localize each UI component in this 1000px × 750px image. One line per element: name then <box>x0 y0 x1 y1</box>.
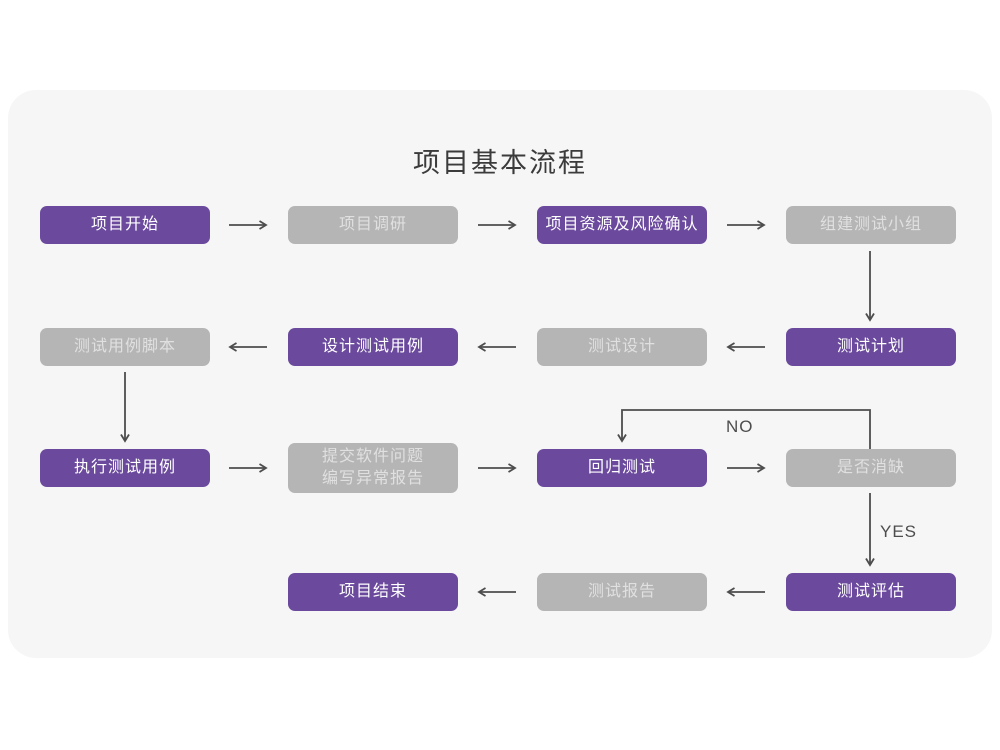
node-build-test-team: 组建测试小组 <box>786 206 956 244</box>
node-defect-resolved: 是否消缺 <box>786 449 956 487</box>
node-design-test-case: 设计测试用例 <box>288 328 458 366</box>
page-title: 项目基本流程 <box>413 148 587 178</box>
node-execute-test-case: 执行测试用例 <box>40 449 210 487</box>
node-test-design: 测试设计 <box>537 328 707 366</box>
edge-label-no: NO <box>726 417 754 436</box>
node-project-end: 项目结束 <box>288 573 458 611</box>
node-submit-issue-report: 提交软件问题 编写异常报告 <box>288 443 458 493</box>
node-test-report: 测试报告 <box>537 573 707 611</box>
node-resource-risk-confirm: 项目资源及风险确认 <box>537 206 707 244</box>
node-project-start: 项目开始 <box>40 206 210 244</box>
edge-label-yes: YES <box>880 522 918 541</box>
node-test-plan: 测试计划 <box>786 328 956 366</box>
node-regression-test: 回归测试 <box>537 449 707 487</box>
node-project-research: 项目调研 <box>288 206 458 244</box>
node-test-case-script: 测试用例脚本 <box>40 328 210 366</box>
flowchart-card <box>8 90 992 658</box>
node-test-evaluation: 测试评估 <box>786 573 956 611</box>
